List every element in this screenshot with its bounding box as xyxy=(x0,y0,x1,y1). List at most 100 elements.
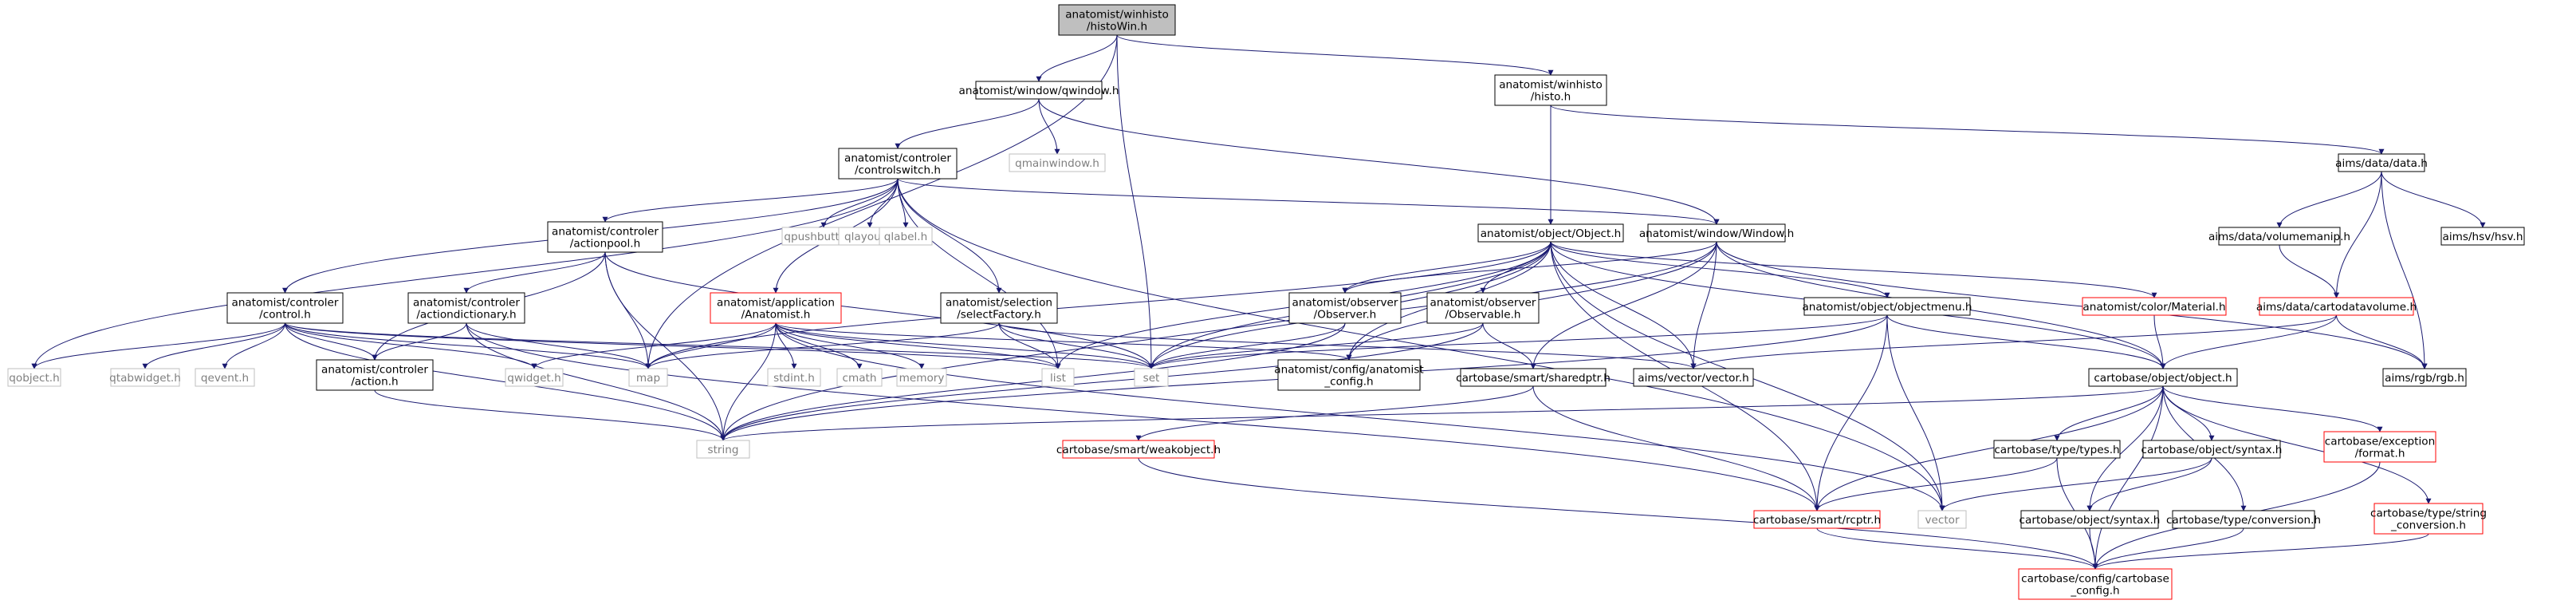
edge-window-to-sharedptr xyxy=(1530,241,1717,369)
edge-control-to-qwidget xyxy=(285,322,537,369)
node-box-actionh xyxy=(316,359,434,391)
node-rgb[interactable]: aims/rgb/rgb.h xyxy=(2382,368,2467,387)
node-aimsdata[interactable]: aims/data/data.h xyxy=(2335,153,2428,172)
node-label-object-line-0: anatomist/object/Object.h xyxy=(1481,227,1622,240)
node-box-root xyxy=(1058,4,1176,36)
node-window[interactable]: anatomist/window/Window.h xyxy=(1639,223,1794,243)
node-syntaxh2[interactable]: cartobase/object/syntax.h xyxy=(2020,510,2161,529)
edge-root-to-set xyxy=(1116,34,1154,369)
node-format[interactable]: cartobase/exception/format.h xyxy=(2323,431,2436,463)
node-qwindow[interactable]: anatomist/window/qwindow.h xyxy=(959,81,1119,100)
edge-window-to-observerh xyxy=(1342,241,1717,294)
edge-observerh-to-string xyxy=(720,322,1346,441)
node-types[interactable]: cartobase/type/types.h xyxy=(1993,440,2121,459)
node-box-stringconv xyxy=(2373,503,2484,535)
node-set: set xyxy=(1134,368,1169,387)
node-label-syntaxh-line-0: cartobase/object/syntax.h xyxy=(2141,444,2283,456)
node-box-stdint xyxy=(767,368,821,387)
edge-anatomisth-to-vector xyxy=(775,322,1945,511)
edge-observerh-to-set xyxy=(1148,322,1346,369)
edge-anatomisth-to-memory xyxy=(775,322,925,369)
edge-cartodatavolume-to-cbobject xyxy=(2160,314,2337,369)
edge-cbobject-to-rcptr xyxy=(1814,385,2164,511)
node-cbobject[interactable]: cartobase/object/object.h xyxy=(2088,368,2238,387)
edge-control-to-qtabwidget xyxy=(142,322,285,369)
edge-selectfactory-to-map xyxy=(645,322,1000,369)
node-label-cmath-line-0: cmath xyxy=(843,372,877,385)
edge-actiondictionary-to-actionh xyxy=(372,322,467,361)
node-box-vector xyxy=(1917,510,1967,529)
edge-objectmenu-to-cbobject xyxy=(1886,314,2166,369)
node-label-syntaxh2-line-0: cartobase/object/syntax.h xyxy=(2020,514,2161,527)
node-label-histo-line-0: anatomist/winhisto xyxy=(1499,79,1603,92)
edge-syntaxh-to-vector xyxy=(1939,457,2212,511)
node-objectmenu[interactable]: anatomist/object/objectmenu.h xyxy=(1802,297,1972,316)
node-observerh[interactable]: anatomist/observer/Observer.h xyxy=(1288,292,1402,324)
edge-actionpool-to-map xyxy=(604,251,651,369)
node-label-memory-line-0: memory xyxy=(899,372,945,385)
edge-control-to-string xyxy=(285,322,726,441)
node-cartobaseconfig[interactable]: cartobase/config/cartobase_config.h xyxy=(2018,568,2173,600)
node-actionpool[interactable]: anatomist/controler/actionpool.h xyxy=(547,221,663,253)
node-label-objectmenu-line-0: anatomist/object/objectmenu.h xyxy=(1802,301,1972,314)
node-label-observerh-line-0: anatomist/observer xyxy=(1292,297,1398,310)
node-label-actiondictionary-line-0: anatomist/controler xyxy=(413,297,520,310)
node-object[interactable]: anatomist/object/Object.h xyxy=(1477,223,1624,243)
edge-controlswitch-to-vector xyxy=(897,178,1945,511)
edge-object-to-objectmenu xyxy=(1550,241,1890,298)
node-anatomisth[interactable]: anatomist/application/Anatomist.h xyxy=(710,292,842,324)
node-box-qwidget xyxy=(505,368,564,387)
node-box-cartodatavolume xyxy=(2259,297,2414,316)
edge-qwindow-to-qmainwindow xyxy=(1038,98,1060,155)
node-label-stringconv-line-1: _conversion.h xyxy=(2390,519,2466,532)
node-volumemanip[interactable]: aims/data/volumemanip.h xyxy=(2208,227,2350,246)
node-label-observableh-line-1: /Observable.h xyxy=(1445,309,1520,322)
node-config[interactable]: anatomist/config/anatomist_config.h xyxy=(1274,359,1424,391)
edge-aimsdata-to-rgb xyxy=(2381,171,2428,369)
node-label-controlswitch-line-0: anatomist/controler xyxy=(844,152,951,165)
node-label-anatomisth-line-0: anatomist/application xyxy=(717,297,835,310)
edge-selectfactory-to-list xyxy=(998,322,1061,369)
node-cartodatavolume[interactable]: aims/data/cartodatavolume.h xyxy=(2256,297,2417,316)
edge-anatomisth-to-list xyxy=(775,322,1061,369)
node-label-format-line-0: cartobase/exception xyxy=(2325,436,2435,448)
node-hsv[interactable]: aims/hsv/hsv.h xyxy=(2440,227,2525,246)
node-box-object xyxy=(1477,223,1624,243)
edge-selectfactory-to-aimsvector xyxy=(998,322,1697,369)
edge-cbobject-to-stringconv xyxy=(2162,385,2432,504)
node-material[interactable]: anatomist/color/Material.h xyxy=(2082,297,2227,316)
node-box-map xyxy=(628,368,668,387)
node-map: map xyxy=(628,368,668,387)
edge-control-to-set xyxy=(285,322,1154,369)
node-label-observableh-line-0: anatomist/observer xyxy=(1430,297,1536,310)
node-box-qevent xyxy=(195,368,255,387)
node-actiondictionary[interactable]: anatomist/controler/actiondictionary.h xyxy=(407,292,525,324)
node-stringconv[interactable]: cartobase/type/string_conversion.h xyxy=(2370,503,2487,535)
edge-actiondictionary-to-rcptr xyxy=(466,322,1820,511)
node-observableh[interactable]: anatomist/observer/Observable.h xyxy=(1426,292,1540,324)
node-conversion[interactable]: cartobase/type/conversion.h xyxy=(2166,510,2321,529)
node-selectfactory[interactable]: anatomist/selection/selectFactory.h xyxy=(940,292,1058,324)
node-syntaxh[interactable]: cartobase/object/syntax.h xyxy=(2141,440,2283,459)
edge-material-to-cbobject xyxy=(2153,314,2166,369)
edge-anatomisth-to-string xyxy=(720,322,777,441)
node-label-cartobaseconfig-line-1: _config.h xyxy=(2070,585,2119,598)
node-label-aimsvector-line-0: aims/vector/vector.h xyxy=(1638,372,1749,385)
node-control[interactable]: anatomist/controler/control.h xyxy=(226,292,344,324)
edge-object-to-observerh xyxy=(1342,241,1551,294)
node-controlswitch[interactable]: anatomist/controler/controlswitch.h xyxy=(838,148,958,180)
node-box-syntaxh xyxy=(2142,440,2281,459)
edge-syntaxh-to-syntaxh2 xyxy=(2086,457,2212,511)
node-sharedptr[interactable]: cartobase/smart/sharedptr.h xyxy=(1456,368,1610,387)
node-weakobject[interactable]: cartobase/smart/weakobject.h xyxy=(1056,440,1221,459)
node-histo[interactable]: anatomist/winhisto/histo.h xyxy=(1494,74,1607,106)
edge-aimsdata-to-volumemanip xyxy=(2276,171,2382,228)
node-box-memory xyxy=(896,368,947,387)
edge-actionpool-to-string xyxy=(604,251,726,441)
node-label-selectfactory-line-0: anatomist/selection xyxy=(946,297,1052,310)
node-rcptr[interactable]: cartobase/smart/rcptr.h xyxy=(1753,510,1881,529)
node-actionh[interactable]: anatomist/controler/action.h xyxy=(316,359,434,391)
node-aimsvector[interactable]: aims/vector/vector.h xyxy=(1633,368,1754,387)
edge-actionpool-to-set xyxy=(604,251,1154,369)
node-label-root-line-1: /histoWin.h xyxy=(1087,21,1147,34)
